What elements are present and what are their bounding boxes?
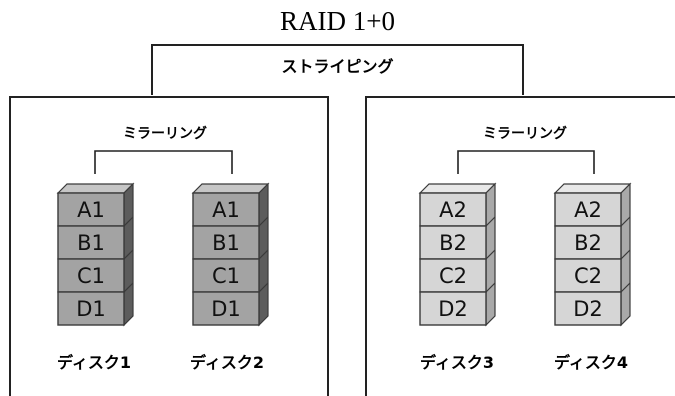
disk-block-label: A1 — [77, 198, 105, 222]
disk-side-divider — [620, 282, 631, 293]
disk-block — [554, 225, 622, 260]
group-box-1 — [9, 96, 329, 396]
disk-label-2: ディスク2 — [189, 353, 264, 372]
disk-block-label: D1 — [211, 297, 241, 321]
disk-block-label: D2 — [573, 297, 603, 321]
disk-block — [57, 258, 125, 293]
disk-side-divider — [485, 249, 496, 260]
disk-block — [419, 192, 487, 227]
diagram-title: RAID 1+0 — [280, 6, 395, 36]
disk-block — [554, 258, 622, 293]
disk-block-label: C2 — [439, 264, 467, 288]
group-box-2 — [365, 96, 675, 396]
disk-label-1: ディスク1 — [56, 353, 131, 372]
disk-block — [192, 291, 260, 326]
disk-top-face — [553, 183, 632, 194]
disk-block-label: D2 — [438, 297, 468, 321]
connector-lines — [9, 44, 675, 396]
disk-block — [57, 225, 125, 260]
disk-block-label: A1 — [212, 198, 240, 222]
disk-top-face — [191, 183, 270, 194]
disk-block — [192, 258, 260, 293]
disk-side-divider — [258, 216, 269, 227]
disk-block-label: C1 — [77, 264, 105, 288]
disk-block — [57, 192, 125, 227]
disk-block-label: A2 — [574, 198, 602, 222]
disk-side-divider — [620, 249, 631, 260]
disk-block — [419, 291, 487, 326]
mirroring-label-1: ミラーリング — [123, 126, 207, 142]
disk-side-divider — [485, 282, 496, 293]
disk-block-label: D1 — [76, 297, 106, 321]
disk-block — [57, 291, 125, 326]
disk-side-divider — [123, 216, 134, 227]
disk-block-label: C1 — [212, 264, 240, 288]
disk-side-divider — [485, 216, 496, 227]
striping-bracket — [151, 44, 524, 95]
disk-top-face — [56, 183, 135, 194]
disk-side-divider — [620, 216, 631, 227]
disk-block-label: B1 — [77, 231, 105, 255]
disk-side-divider — [123, 282, 134, 293]
disk-block-label: B1 — [212, 231, 240, 255]
disk-block — [192, 192, 260, 227]
disk-top-face — [418, 183, 497, 194]
disk-side-divider — [258, 282, 269, 293]
mirroring-bracket-1 — [94, 150, 233, 174]
disk-side-divider — [258, 249, 269, 260]
disk-block-label: B2 — [574, 231, 602, 255]
striping-label: ストライピング — [281, 57, 394, 76]
disk-side-divider — [123, 249, 134, 260]
disk-label-3: ディスク3 — [419, 353, 494, 372]
disk-block — [419, 258, 487, 293]
disk-block-label: B2 — [439, 231, 467, 255]
mirroring-label-2: ミラーリング — [483, 126, 567, 142]
mirroring-bracket-2 — [457, 150, 595, 174]
disk-block-label: C2 — [574, 264, 602, 288]
disk-block — [554, 291, 622, 326]
disk-block-label: A2 — [439, 198, 467, 222]
disk-label-4: ディスク4 — [553, 353, 628, 372]
disk-block — [554, 192, 622, 227]
disk-block — [419, 225, 487, 260]
